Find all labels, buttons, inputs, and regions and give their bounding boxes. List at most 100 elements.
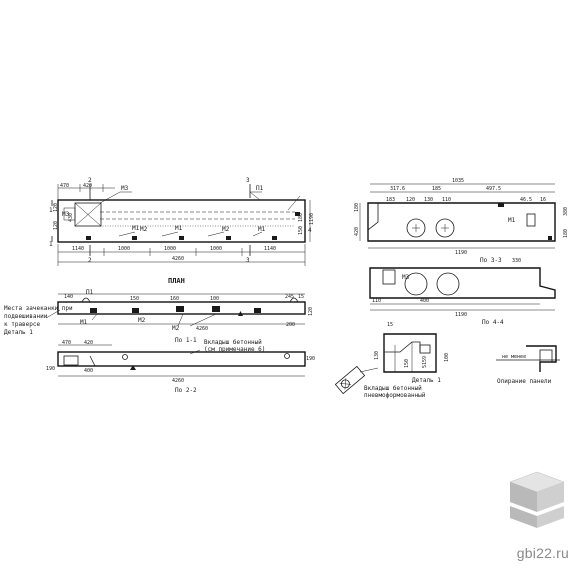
section-2-2-dim: 190 — [306, 356, 315, 362]
section-4-4-dim: 330 — [512, 258, 521, 264]
plan-label-m1: М1 — [175, 225, 183, 232]
site-watermark: gbi22.ru — [516, 545, 569, 561]
brand-logo — [509, 471, 565, 528]
plan-title: ПЛАН — [168, 277, 185, 285]
section-3-3-dim: 120 — [406, 197, 415, 203]
detail-1-dim: 150 — [404, 359, 410, 368]
section-1-1-dim: 100 — [210, 296, 219, 302]
section-3-3-dim: 180 — [354, 203, 360, 212]
section-3-3-dim: 420 — [354, 227, 360, 236]
section-1-1: 140 150 160 100 245 15 120 П1 М1 М2 М2 4… — [4, 289, 314, 344]
callout-line: Деталь 1 — [4, 329, 33, 336]
plan-bottom-dim: 1000 — [118, 246, 130, 252]
void-circle — [404, 272, 428, 296]
section-1-1-title: По 1-1 — [175, 337, 197, 344]
plan-side-dim: 120 — [53, 221, 59, 230]
section-3-3-dim: 317.6 — [390, 186, 405, 192]
support-detail: не менее Опирание панели — [496, 345, 560, 385]
section-1-1-label: М1 — [80, 319, 88, 326]
section-4-4-dim: 400 — [420, 298, 429, 304]
section-3-3-title: По 3-3 — [480, 257, 502, 264]
section-3-3-dim: 130 — [424, 197, 433, 203]
plan-label-m1: М1 — [258, 226, 266, 233]
section-2-2-outline — [57, 351, 306, 367]
plan-bottom-dim: 1140 — [72, 246, 84, 252]
section-3-3-dim: 110 — [442, 197, 451, 203]
section-mark: 1 — [49, 207, 53, 214]
detail-1-dim: 15 — [387, 322, 393, 328]
section-2-2-dim: 420 — [84, 340, 93, 346]
void-circle — [406, 218, 426, 238]
section-4-4-title: По 4-4 — [482, 319, 504, 326]
plan-overall-dim: 4260 — [172, 256, 184, 262]
section-2-2: 470 420 190 400 190 4260 По 2-2 Вкладыш … — [46, 339, 315, 394]
plan-bottom-dim: 1140 — [264, 246, 276, 252]
section-1-1-overall: 4260 — [196, 326, 208, 332]
support-title: Опирание панели — [497, 378, 552, 385]
section-1-1-label: М2 — [172, 325, 180, 332]
section-3-3-label: М1 — [508, 217, 516, 224]
section-3-3-dim: 497.5 — [486, 186, 501, 192]
section-3-3-outline — [367, 202, 556, 242]
detail-1: 15 130 150 5159 100 Деталь 1 Вкладыш бет… — [334, 322, 450, 399]
section-1-1-dim: 120 — [308, 307, 314, 316]
callout-line: Вкладыш бетонный — [364, 385, 422, 392]
section-3-3-dim: 1035 — [452, 178, 464, 184]
section-4-4: М3 330 110 400 1190 По 4-4 — [369, 258, 556, 326]
detail-1-outline — [383, 333, 437, 373]
plan-view: 470 420 2 3 3 2 1 1 4 М3 П1 М1 М1 М2 М2 … — [49, 177, 315, 285]
plan-top-dim: 420 — [83, 183, 92, 189]
detail-1-dim: 100 — [444, 353, 450, 362]
plan-label-m2: М2 — [140, 226, 148, 233]
plan-label-m1: М1 — [132, 225, 140, 232]
section-4-4-outline — [369, 267, 556, 299]
section-mark: 1 — [49, 241, 53, 248]
section-2-2-title: По 2-2 — [175, 387, 197, 394]
callout-line: Вкладыш бетонный — [204, 339, 262, 346]
section-4-4-dim: 1190 — [455, 312, 467, 318]
section-3-3-dim: 185 — [432, 186, 441, 192]
detail-1-title: Деталь 1 — [412, 377, 441, 384]
plan-top-dim: 470 — [60, 183, 69, 189]
section-1-1-label: П1 — [86, 289, 94, 296]
plan-bottom-dim: 1000 — [210, 246, 222, 252]
callout-line: к траверсе — [4, 321, 41, 328]
void-circle — [436, 272, 460, 296]
plan-outline — [57, 199, 306, 243]
section-4-4-label: М3 — [402, 274, 410, 281]
section-1-1-dim: 140 — [64, 294, 73, 300]
insert-shape — [334, 365, 366, 395]
section-3-3: 1035 317.6 185 497.5 183 120 130 110 46.… — [354, 178, 569, 264]
section-3-3-dim: 180 — [563, 229, 569, 238]
section-1-1-label: М2 — [138, 317, 146, 324]
section-1-1-dim: 160 — [170, 296, 179, 302]
section-2-2-dim: 400 — [84, 368, 93, 374]
plan-side-dim: 150 — [298, 226, 304, 235]
section-1-1-dim: 15 — [298, 294, 304, 300]
plan-label-m3: М3 — [62, 211, 70, 218]
callout-line: Места зачеканки при — [4, 305, 73, 312]
section-1-1-dim: 245 — [285, 294, 294, 300]
section-3-3-dim: 46.5 — [520, 197, 532, 203]
plan-side-dim: 430 — [68, 213, 74, 222]
section-2-2-overall: 4260 — [172, 378, 184, 384]
callout-line: подвешивании — [4, 313, 48, 320]
section-1-1-dim: 200 — [286, 322, 295, 328]
section-2-2-dim: 190 — [46, 366, 55, 372]
section-2-2-dim: 470 — [62, 340, 71, 346]
plan-label-m2: М2 — [222, 226, 230, 233]
plan-side-dim: 1190 — [309, 213, 315, 225]
void-circle — [435, 218, 455, 238]
plan-side-dim: 120 — [53, 203, 59, 212]
plan-bottom-dim: 1000 — [164, 246, 176, 252]
detail-1-dim: 5159 — [422, 356, 428, 368]
section-3-3-dim: 380 — [563, 207, 569, 216]
section-3-3-dim: 16 — [540, 197, 546, 203]
section-4-4-dim: 110 — [372, 298, 381, 304]
section-mark: 3 — [246, 257, 250, 264]
support-label: не менее — [502, 354, 526, 360]
section-mark: 3 — [246, 177, 250, 184]
section-3-3-bottom: 1190 — [455, 250, 467, 256]
plan-side-dim: 180 — [298, 213, 304, 222]
